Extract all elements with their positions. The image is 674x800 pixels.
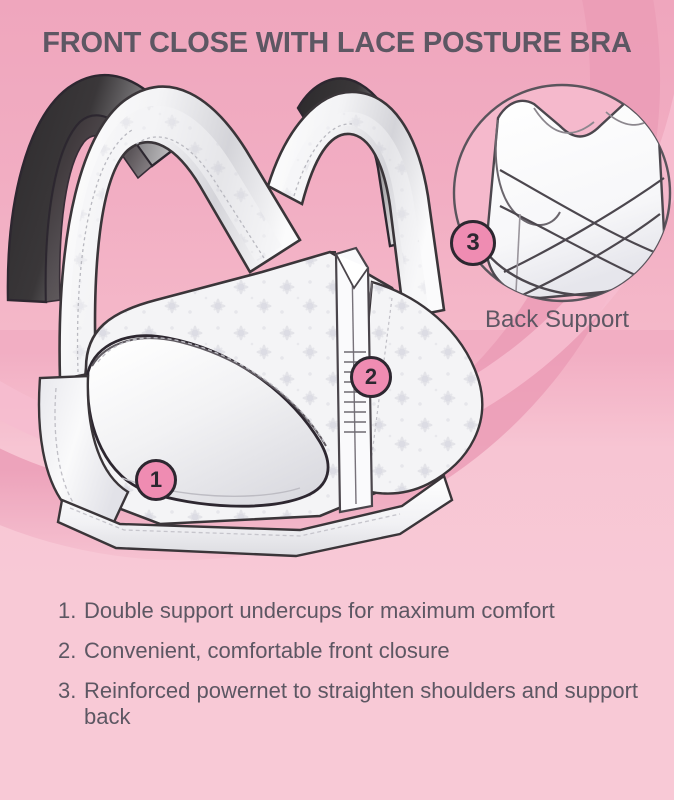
feature-number: 1. — [58, 598, 77, 623]
callout-badge-3-label: 3 — [466, 229, 480, 256]
callout-badge-1-label: 1 — [149, 467, 163, 492]
feature-text: Reinforced powernet to straighten should… — [84, 677, 639, 729]
features-list: 1. Double support undercups for maximum … — [58, 598, 638, 744]
feature-text: Double support undercups for maximum com… — [84, 598, 555, 623]
feature-item: 3. Reinforced powernet to straighten sho… — [58, 678, 638, 730]
callout-badge-1[interactable]: 1 — [135, 459, 177, 501]
callout-badge-3[interactable]: 3 — [450, 220, 496, 266]
inset-caption: Back Support — [484, 306, 630, 333]
callout-badge-2[interactable]: 2 — [350, 356, 392, 398]
feature-item: 2. Convenient, comfortable front closure — [58, 638, 638, 664]
callout-badge-2-label: 2 — [364, 364, 378, 389]
feature-text: Convenient, comfortable front closure — [84, 637, 450, 663]
page-title: FRONT CLOSE WITH LACE POSTURE BRA — [42, 27, 632, 59]
feature-number: 2. — [58, 637, 77, 663]
feature-number: 3. — [58, 677, 77, 703]
feature-item: 1. Double support undercups for maximum … — [58, 598, 638, 624]
